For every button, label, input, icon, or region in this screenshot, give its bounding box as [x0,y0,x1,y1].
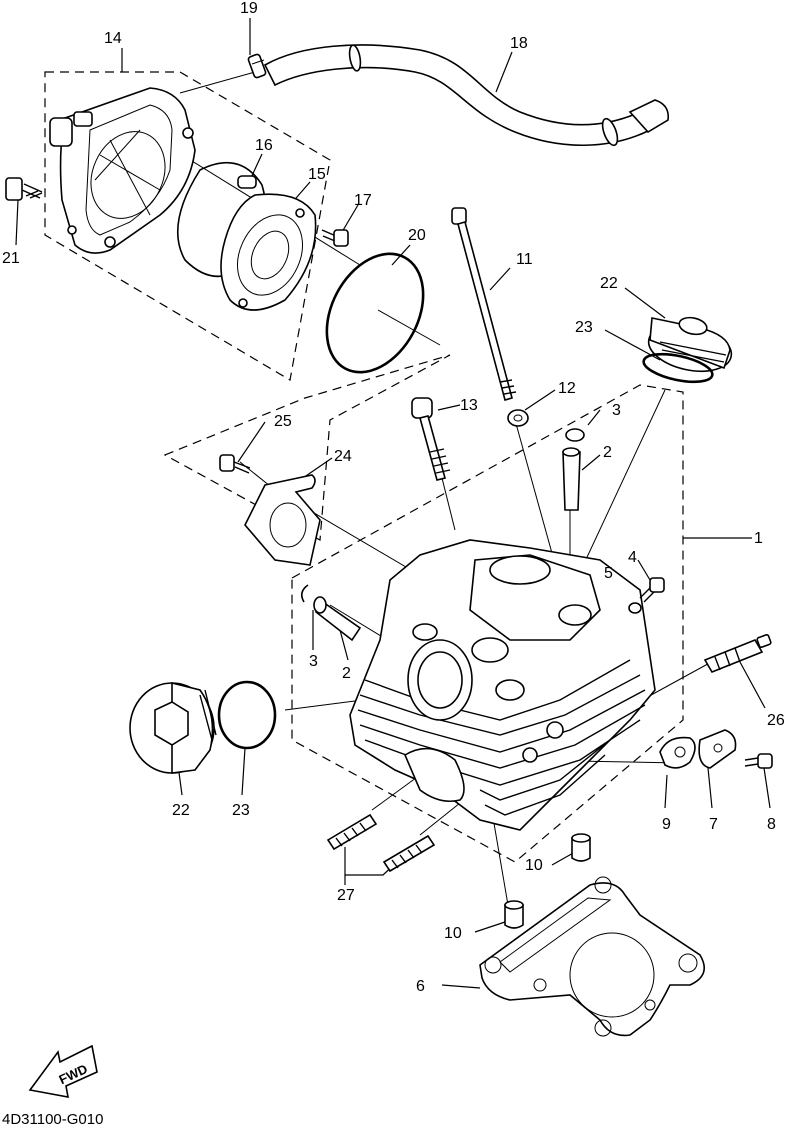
callout-16: 16 [255,137,273,154]
callout-12: 12 [558,380,576,397]
side-bolt-part [639,577,665,603]
plate-bolt-part [744,753,773,769]
stud-washer-part [507,409,529,427]
callout-20: 20 [408,227,426,244]
callout-8: 8 [767,816,776,833]
callout-18: 18 [510,35,528,52]
callout-9: 9 [662,816,671,833]
callout-23-upper: 23 [575,319,593,336]
cylinder-head-group-outline [291,384,684,863]
small-gasket-part [659,736,696,769]
side-washer-part [628,602,642,614]
callout-4: 4 [628,549,637,566]
callout-26: 26 [767,712,785,729]
callout-25: 25 [274,413,292,430]
hose-clip-part [247,53,267,79]
callout-15: 15 [308,166,326,183]
callout-11: 11 [516,251,533,268]
diagram-code: 4D31100-G010 [2,1111,103,1127]
upper-plug-cap-part [647,316,733,373]
callout-labels: 1 2 2 3 3 4 5 6 7 8 9 10 10 11 12 13 14 … [2,0,785,995]
callout-6: 6 [416,978,425,995]
spark-plug-part [703,634,772,673]
callout-23-lower: 23 [232,802,250,819]
valve-cover-part [49,87,196,254]
callout-17: 17 [354,192,372,209]
callout-3-left: 3 [309,653,318,670]
breather-hose-part [263,44,670,147]
cover-group-outline [44,71,331,381]
callout-14: 14 [104,30,122,47]
plate-part [698,729,737,769]
dowel-pin-part-lower [504,900,524,929]
callout-2-right: 2 [603,444,612,461]
callout-10-lower: 10 [444,925,462,942]
callout-21: 21 [2,250,20,267]
callout-22-upper: 22 [600,275,618,292]
upper-cap-o-ring-part [642,352,714,384]
bracket-part [244,474,321,566]
forward-direction-arrow: FWD [28,1044,98,1098]
callout-2-left: 2 [342,665,351,682]
callout-22-lower: 22 [172,802,190,819]
cover-plate-part [220,193,317,311]
callout-5: 5 [604,565,613,582]
lower-plug-o-ring-part [217,680,277,750]
cover-bolt-part [5,177,43,201]
valve-guide-part-left [313,596,362,642]
head-bolt-part [411,397,451,481]
long-stud-part [451,207,517,401]
bracket-bolt-part [219,454,251,474]
valve-guide-part-right [562,447,581,511]
callout-7: 7 [709,816,718,833]
callout-10-upper: 10 [525,857,543,874]
valve-guide-clip-part-left [300,584,309,603]
callout-19: 19 [240,0,258,17]
cylinder-head-part [349,539,656,831]
callout-24: 24 [334,448,352,465]
callout-27: 27 [337,887,355,904]
stud-bolt-part-right [382,834,436,873]
callout-1: 1 [754,530,763,547]
callout-3-right: 3 [612,402,621,419]
large-o-ring-part [325,252,425,374]
callout-13: 13 [460,397,478,414]
lower-plug-cap-part [129,681,217,774]
valve-guide-clip-part-right [565,428,585,442]
dowel-pin-part-upper [571,833,591,862]
small-bolt-part [321,229,349,247]
stud-bolt-part-left [326,813,378,851]
head-gasket-part [479,876,706,1037]
